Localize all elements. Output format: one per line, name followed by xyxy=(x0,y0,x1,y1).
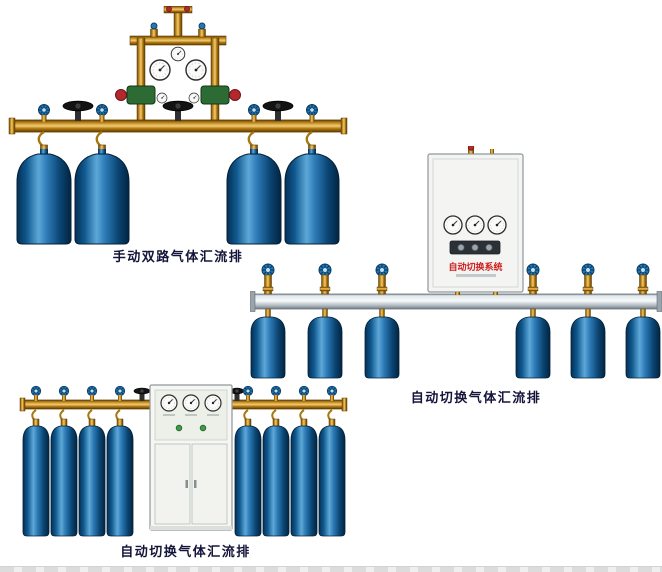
cabinet-top-pipe xyxy=(490,149,494,155)
relief-valve-knob xyxy=(166,6,172,12)
pressure-gauge xyxy=(160,394,178,412)
manifold-pipe-left xyxy=(19,397,151,412)
pressure-regulator-left xyxy=(115,85,156,105)
cabinet-top-valve-knob xyxy=(467,146,475,151)
pipe-end-cap xyxy=(341,397,348,412)
small-shutoff-valve xyxy=(198,22,206,38)
cabinet-top-pipe xyxy=(468,147,474,155)
cabinet-subtitle-line xyxy=(456,274,496,277)
control-cabinet: 自动切换系统 xyxy=(427,146,524,295)
caption-auto-manifold-cabinet: 自动切换气体汇流排 xyxy=(120,545,251,560)
pressure-regulator-right xyxy=(200,85,241,105)
pressure-gauge xyxy=(170,46,186,62)
pipe-end-cap xyxy=(340,117,348,135)
indicator-button xyxy=(199,424,207,432)
figure-auto-manifold-rail: 自动切换系统 xyxy=(250,146,662,390)
black-valve-handwheel xyxy=(62,100,94,122)
door-handle xyxy=(185,480,188,488)
cabinet-label: 自动切换系统 xyxy=(448,261,502,273)
black-valve-handwheel xyxy=(162,100,194,122)
pressure-gauge xyxy=(185,59,207,81)
rail-end-cap xyxy=(656,291,662,312)
gas-cylinder-unit xyxy=(570,263,606,379)
cabinet-door-left xyxy=(154,443,191,525)
indicator-light xyxy=(471,243,479,252)
cabinet-door-right xyxy=(191,443,228,525)
pipe-end-cap xyxy=(8,117,16,135)
pipe-end-cap xyxy=(19,397,26,412)
pressure-gauge xyxy=(188,92,200,104)
pressure-gauge xyxy=(149,59,171,81)
small-shutoff-valve xyxy=(150,22,158,38)
relief-valve-knob xyxy=(184,6,190,12)
indicator-light xyxy=(457,243,465,252)
pressure-gauge xyxy=(156,92,168,104)
gas-cylinder-unit xyxy=(364,263,400,379)
caption-manual-manifold: 手动双路气体汇流排 xyxy=(112,250,244,265)
figure-auto-manifold-cabinet xyxy=(18,376,353,540)
pressure-gauge xyxy=(182,394,200,412)
gas-cylinder-unit xyxy=(250,263,286,379)
top-tee-assembly xyxy=(163,6,193,39)
pressure-gauge xyxy=(443,215,463,235)
regulator-knob xyxy=(115,89,127,101)
page-bottom-edge xyxy=(0,566,662,572)
gas-cylinder-unit xyxy=(307,263,343,379)
control-cabinet xyxy=(149,384,233,531)
black-valve-handwheel xyxy=(262,100,294,122)
gas-cylinder-unit xyxy=(625,263,661,379)
pressure-gauge xyxy=(465,215,485,235)
door-handle xyxy=(194,480,197,488)
pressure-gauge xyxy=(487,215,507,235)
black-valve-handwheel xyxy=(133,387,151,401)
regulator-knob xyxy=(229,89,241,101)
pressure-gauge xyxy=(204,394,222,412)
indicator-light xyxy=(485,243,493,252)
figure-manual-manifold xyxy=(8,6,348,246)
indicator-button xyxy=(175,424,183,432)
caption-auto-manifold-rail: 自动切换气体汇流排 xyxy=(410,391,542,406)
rail-end-cap xyxy=(250,291,256,312)
